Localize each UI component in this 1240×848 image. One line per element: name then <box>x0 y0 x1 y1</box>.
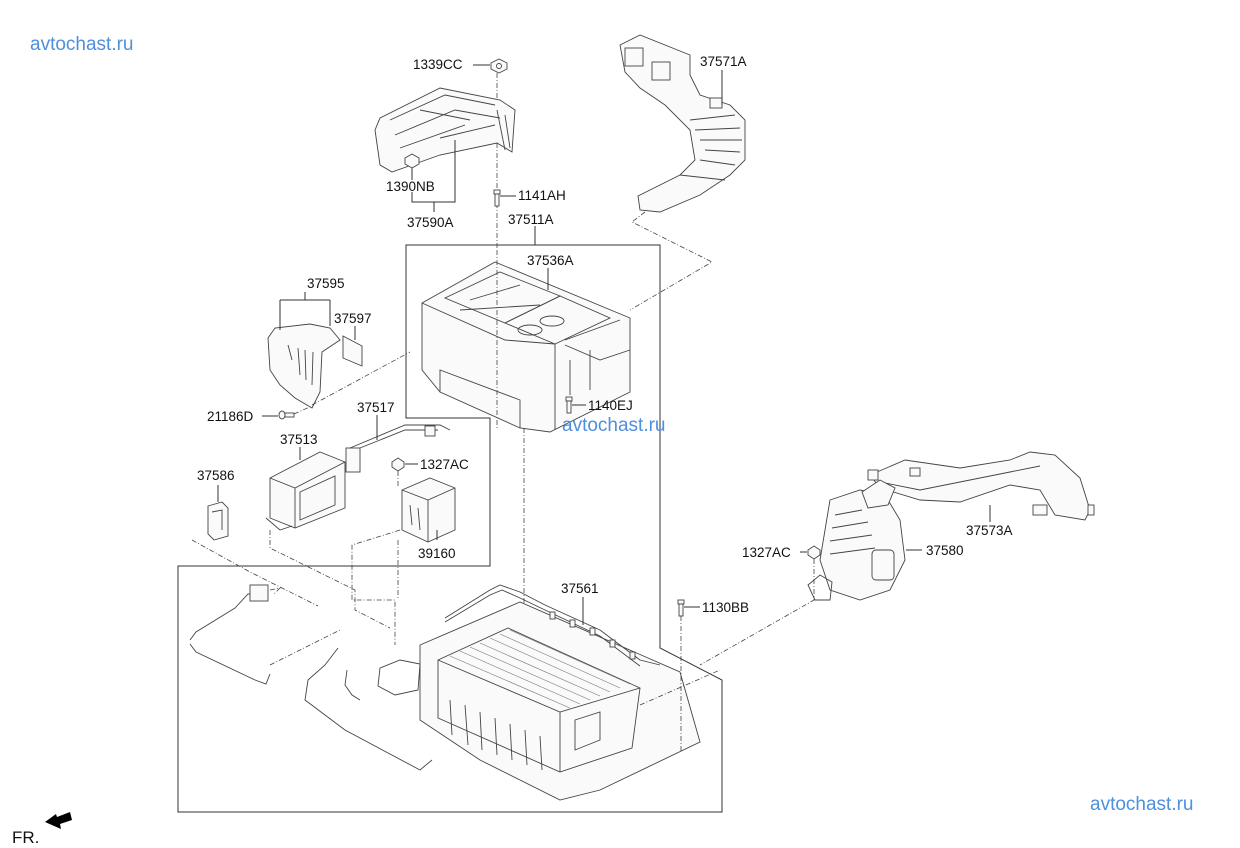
label-37513: 37513 <box>280 432 318 447</box>
label-37590A: 37590A <box>407 215 454 230</box>
assembly-box-37511A <box>177 244 723 813</box>
harness-37561 <box>444 584 661 667</box>
label-1327AC: 1327AC <box>420 457 469 472</box>
label-1327AC-b: 1327AC <box>742 545 791 560</box>
label-37511A: 37511A <box>508 212 554 227</box>
cable-left <box>189 584 271 685</box>
nut-1327AC-icon <box>391 457 405 472</box>
bracket-left <box>377 659 421 696</box>
duct-37571A <box>619 34 746 213</box>
screw-21186D-icon <box>278 410 295 420</box>
label-37517: 37517 <box>357 400 395 415</box>
label-21186D: 21186D <box>207 409 254 424</box>
watermark-top-left: avtochast.ru <box>30 34 134 55</box>
cover-37590A <box>374 87 516 173</box>
pad-37597 <box>342 335 363 367</box>
label-1141AH: 1141AH <box>518 188 566 203</box>
nut-1327AC-b-icon <box>807 545 821 560</box>
bracket-37595 <box>267 323 363 409</box>
front-label: FR. <box>12 828 39 847</box>
label-37597: 37597 <box>334 311 372 326</box>
front-direction-arrow-icon <box>45 812 72 829</box>
blower-37580 <box>807 479 906 601</box>
label-37580: 37580 <box>926 543 964 558</box>
label-1140EJ: 1140EJ <box>588 398 633 413</box>
watermark-bottom-right: avtochast.ru <box>1090 794 1194 815</box>
label-1390NB: 1390NB <box>386 179 435 194</box>
duct-37573A <box>867 451 1095 521</box>
label-37571A: 37571A <box>700 54 747 69</box>
bolt-1141AH-icon <box>493 189 501 207</box>
module-37513 <box>265 451 346 531</box>
label-37536A: 37536A <box>527 253 574 268</box>
housing-37536A <box>421 261 631 433</box>
label-37586: 37586 <box>197 468 235 483</box>
label-37573A: 37573A <box>966 523 1013 538</box>
label-37595: 37595 <box>307 276 345 291</box>
cable-center <box>304 647 433 771</box>
relay-39160 <box>401 477 456 543</box>
label-1339CC: 1339CC <box>413 57 463 72</box>
battery-pack-37561 <box>419 601 701 801</box>
nut-1339CC-icon <box>490 58 508 74</box>
label-39160: 39160 <box>418 546 456 561</box>
bolt-1130BB-icon <box>677 599 685 617</box>
switch-37586 <box>207 501 229 541</box>
watermark-center: avtochast.ru <box>562 415 666 436</box>
bolt-1140EJ-icon <box>565 396 573 414</box>
label-1130BB: 1130BB <box>702 600 749 615</box>
label-37561: 37561 <box>561 581 599 596</box>
